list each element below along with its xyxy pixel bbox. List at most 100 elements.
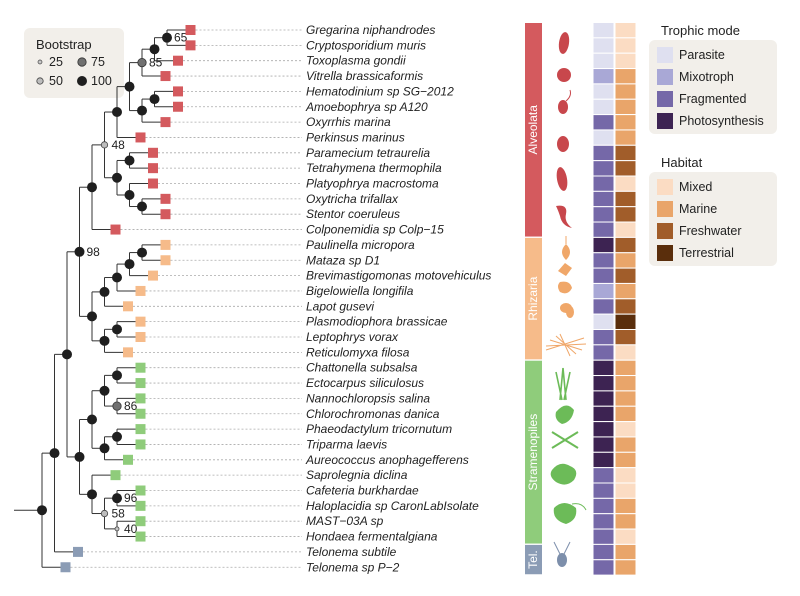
taxon-tip-marker bbox=[135, 132, 146, 143]
tree-node bbox=[124, 190, 135, 201]
trophic-mode-cell bbox=[592, 68, 615, 85]
telonema-illustration bbox=[557, 553, 567, 567]
habitat-cell bbox=[614, 221, 637, 238]
trophic-label-fragmented: Fragmented bbox=[679, 92, 746, 106]
tree-node bbox=[112, 107, 122, 118]
taxon-tip-marker bbox=[123, 454, 133, 465]
trophic-mode-cell bbox=[592, 436, 615, 453]
trophic-mode-cell bbox=[592, 252, 615, 269]
taxon-tip-marker bbox=[135, 485, 146, 496]
telonema-flagella-illustration bbox=[553, 541, 571, 555]
bootstrap-value-label: 58 bbox=[112, 507, 126, 521]
tree-node bbox=[112, 401, 122, 411]
taxon-label: Reticulomyxa filosa bbox=[306, 345, 410, 359]
taxon-tip-marker bbox=[135, 424, 146, 435]
habitat-swatch-freshwater bbox=[657, 223, 673, 239]
trophic-mode-legend: Trophic mode Parasite Mixotroph Fragment… bbox=[649, 23, 777, 134]
clade-bar-label: Stramenopiles bbox=[526, 414, 540, 491]
saprolegnia-illustration bbox=[550, 463, 577, 485]
habitat-cell bbox=[614, 206, 637, 223]
trophic-mode-cell bbox=[592, 129, 615, 146]
habitat-cell bbox=[614, 497, 637, 515]
taxon-label: Telonema sp P−2 bbox=[306, 560, 400, 574]
tree-node bbox=[124, 259, 135, 270]
tree-node bbox=[87, 489, 97, 500]
taxon-tip-marker bbox=[135, 316, 146, 327]
taxon-label: Paramecium tetraurelia bbox=[306, 146, 430, 160]
taxon-label: Leptophrys vorax bbox=[306, 330, 399, 344]
habitat-cell bbox=[614, 436, 637, 453]
trophic-mode-cell bbox=[592, 513, 615, 530]
tree-node bbox=[99, 443, 110, 454]
taxon-label: Amoebophrya sp A120 bbox=[305, 100, 428, 114]
habitat-cell bbox=[614, 252, 637, 269]
tree-node bbox=[137, 105, 147, 116]
tree-node bbox=[112, 493, 122, 504]
habitat-cell bbox=[614, 467, 637, 484]
trophic-mode-cell bbox=[592, 37, 615, 54]
habitat-cell bbox=[614, 313, 637, 330]
bootstrap-marker-25 bbox=[37, 59, 43, 65]
trait-heatmap bbox=[592, 22, 637, 576]
habitat-swatch-terrestrial bbox=[657, 245, 673, 261]
bootstrap-legend-label-25: 25 bbox=[49, 55, 63, 69]
tree-node bbox=[74, 451, 85, 462]
cafeteria-illustration bbox=[553, 503, 577, 524]
tree-node bbox=[149, 94, 160, 105]
taxon-tip-marker bbox=[173, 101, 183, 112]
taxon-label: Platyophrya macrostoma bbox=[306, 177, 439, 191]
taxon-tip-marker bbox=[185, 40, 196, 51]
taxon-label: Hondaea fermentalgiana bbox=[306, 530, 438, 544]
bootstrap-value-label: 96 bbox=[124, 491, 138, 505]
habitat-cell bbox=[614, 114, 637, 131]
tree-node bbox=[87, 311, 97, 322]
taxon-label: Bigelowiella longifila bbox=[306, 284, 414, 298]
trophic-mode-cell bbox=[592, 160, 615, 177]
taxon-label: Lapot gusevi bbox=[306, 299, 374, 313]
tree-node bbox=[114, 526, 120, 532]
tree-node bbox=[49, 448, 60, 459]
taxon-tip-marker bbox=[135, 362, 146, 373]
taxon-tip-marker bbox=[173, 55, 183, 66]
taxon-label: Telonema subtile bbox=[306, 545, 397, 559]
tree-node bbox=[124, 155, 135, 166]
trophic-swatch-mixotroph bbox=[657, 69, 673, 85]
tree-node bbox=[112, 370, 122, 381]
tree-node bbox=[149, 44, 160, 55]
taxon-label: Toxoplasma gondii bbox=[306, 54, 406, 68]
taxon-label: Paulinella micropora bbox=[306, 238, 415, 252]
trophic-label-photosynthesis: Photosynthesis bbox=[679, 114, 764, 128]
tree-node bbox=[99, 335, 110, 346]
cryptosporidium-illustration bbox=[557, 68, 571, 82]
taxon-tip-marker bbox=[148, 163, 158, 174]
taxon-tip-marker bbox=[135, 332, 146, 342]
habitat-cell bbox=[614, 236, 637, 254]
taxon-label: Ectocarpus siliculosus bbox=[306, 376, 424, 390]
taxon-tip-marker bbox=[148, 147, 158, 158]
tree-node bbox=[137, 247, 147, 258]
tree-node bbox=[87, 414, 97, 425]
trophic-swatch-parasite bbox=[657, 47, 673, 63]
chattonella-illustration bbox=[555, 367, 571, 401]
organism-illustrations bbox=[545, 32, 587, 567]
taxon-label: Tetrahymena thermophila bbox=[306, 161, 442, 175]
trophic-mode-cell bbox=[592, 298, 615, 315]
tree-node bbox=[112, 272, 122, 283]
tree-node bbox=[99, 286, 110, 297]
habitat-cell bbox=[614, 175, 637, 192]
tree-node bbox=[99, 385, 110, 396]
taxon-tip-marker bbox=[160, 209, 171, 220]
taxon-label: Colponemidia sp Colp−15 bbox=[306, 223, 444, 237]
tree-node bbox=[112, 431, 122, 442]
taxon-label: Stentor coeruleus bbox=[306, 207, 400, 221]
habitat-cell bbox=[614, 482, 637, 499]
taxon-tip-marker bbox=[173, 86, 183, 97]
habitat-cell bbox=[614, 83, 637, 100]
trophic-mode-cell bbox=[592, 482, 615, 499]
trophic-legend-title: Trophic mode bbox=[661, 23, 740, 38]
bootstrap-legend-title: Bootstrap bbox=[36, 37, 92, 52]
trophic-mode-cell bbox=[592, 528, 615, 545]
reticulomyxa-illustration bbox=[545, 333, 587, 357]
habitat-cell bbox=[614, 405, 637, 423]
